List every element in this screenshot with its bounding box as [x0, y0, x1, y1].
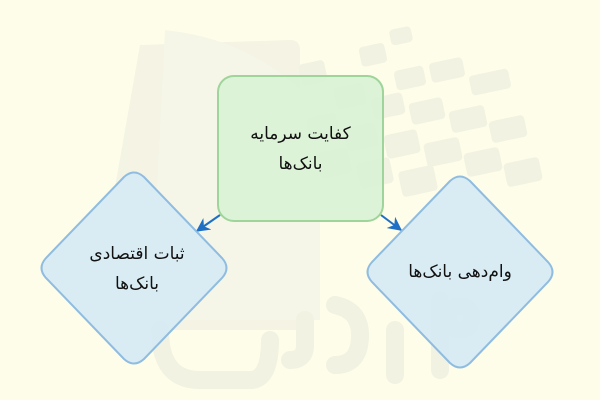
edge-capital-to-stability[interactable]	[195, 214, 221, 232]
node-capital-adequacy-label: کفایت سرمایه بانک‌ها	[218, 76, 383, 221]
node-economic-stability-label: ثبات اقتصادی بانک‌ها	[62, 236, 212, 302]
node-economic-stability-shape[interactable]	[40, 171, 228, 365]
node-bank-lending-line1: وام‌دهی بانک‌ها	[408, 262, 512, 282]
node-economic-stability-line2: بانک‌ها	[115, 274, 160, 294]
edge-capital-to-lending[interactable]	[380, 214, 403, 231]
node-bank-lending-label: وام‌دهی بانک‌ها	[380, 255, 540, 289]
node-capital-adequacy-line2: بانک‌ها	[278, 153, 323, 174]
node-economic-stability-line1: ثبات اقتصادی	[89, 244, 185, 264]
node-capital-adequacy-shape[interactable]	[217, 75, 384, 222]
node-bank-lending-shape[interactable]	[366, 175, 554, 369]
node-capital-adequacy-line1: کفایت سرمایه	[250, 123, 351, 144]
